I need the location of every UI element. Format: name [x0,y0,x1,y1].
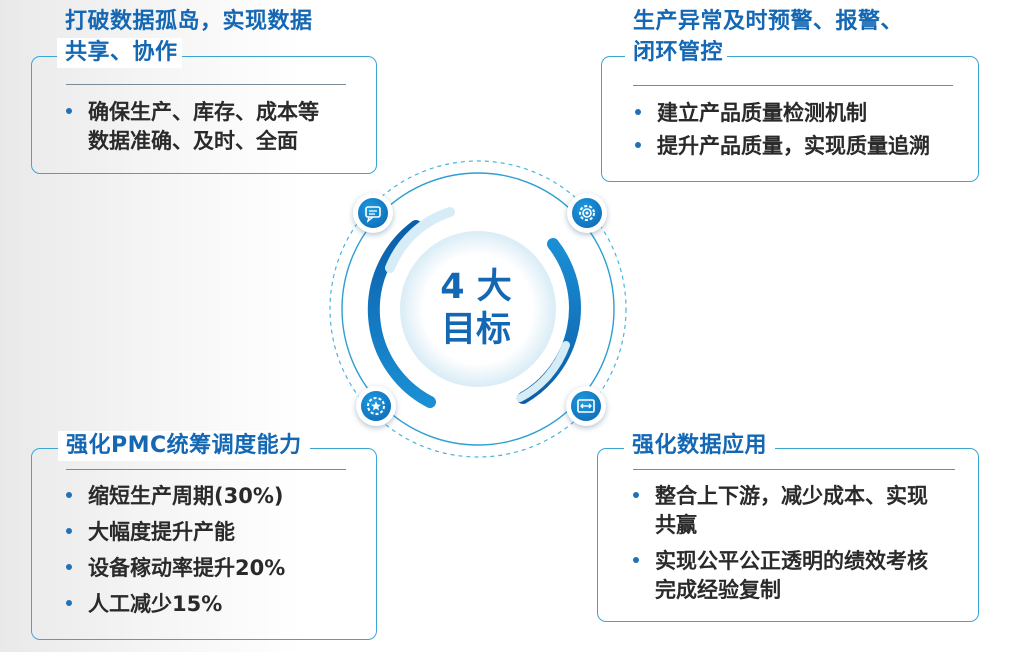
list-item: 大幅度提升产能 [64,518,285,547]
goal-1-frame [31,56,377,174]
list-item: 建立产品质量检测机制 [633,99,930,128]
goal-4-divider [633,469,955,470]
goal-1-title: 打破数据孤岛，实现数据 共享、协作 [57,7,313,68]
goal-2-title-line1: 生产异常及时预警、报警、 [633,9,904,34]
chat-icon [353,193,393,233]
goal-1-title-line1: 打破数据孤岛，实现数据 [65,9,313,34]
goal-2-divider [633,85,953,86]
goal-3-divider [66,469,346,470]
goal-4-frame [597,448,979,622]
list-item: 人工减少15% [64,590,285,619]
goal-4-title-line1: 强化数据应用 [632,433,768,458]
goal-1-title-line2: 共享、协作 [57,38,182,68]
goal-2-title-line2: 闭环管控 [625,38,728,68]
gear-icon [567,193,607,233]
goal-4-list: 整合上下游，减少成本、实现 共赢 实现公平公正透明的绩效考核 完成经验复制 [631,482,928,612]
list-item: 设备稼动率提升20% [64,554,285,583]
goal-3-list: 缩短生产周期(30%) 大幅度提升产能 设备稼动率提升20% 人工减少15% [64,482,285,626]
goal-1-list: 确保生产、库存、成本等 数据准确、及时、全面 [64,98,319,163]
center-title-line2: 目标 [440,310,511,350]
goal-2-title: 生产异常及时预警、报警、 闭环管控 [625,7,904,68]
goal-4-title: 强化数据应用 [624,431,776,461]
list-item: 实现公平公正透明的绩效考核 完成经验复制 [631,547,928,605]
center-title: 4 大 目标 [420,266,532,352]
list-item: 缩短生产周期(30%) [64,482,285,511]
exchange-icon [566,386,606,426]
goal-3-title-line1: 强化PMC统筹调度能力 [66,433,302,458]
center-title-line1: 4 大 [440,267,512,307]
list-item: 整合上下游，减少成本、实现 共赢 [631,482,928,540]
goal-2-frame [601,56,979,182]
list-item: 提升产品质量，实现质量追溯 [633,132,930,161]
list-item: 确保生产、库存、成本等 数据准确、及时、全面 [64,98,319,156]
settings-star-icon [356,386,396,426]
goal-3-title: 强化PMC统筹调度能力 [58,431,310,461]
goal-2-list: 建立产品质量检测机制 提升产品质量，实现质量追溯 [633,99,930,168]
goal-1-divider [66,84,346,85]
